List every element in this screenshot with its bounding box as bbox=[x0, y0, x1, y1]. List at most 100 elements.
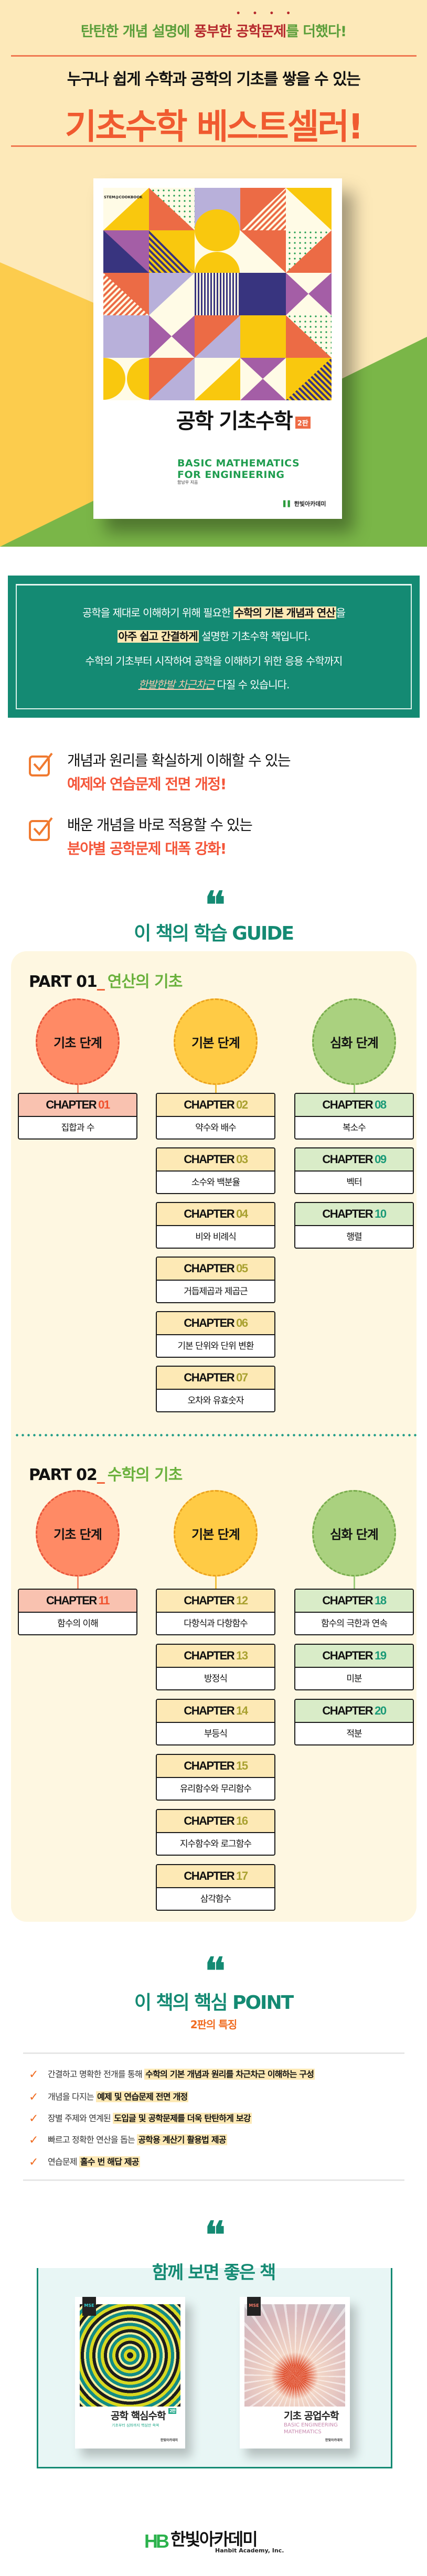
chapter-title: 비와 비례식 bbox=[195, 1232, 237, 1242]
points-subtitle: 2판의 특징 bbox=[190, 2018, 237, 2031]
stage-circle: 기본 단계 bbox=[174, 1490, 258, 1577]
chapter-word: CHAPTER bbox=[322, 1153, 373, 1166]
related-book-title: 기초 공업수학 bbox=[284, 2410, 339, 2422]
box-top-gap bbox=[62, 2266, 367, 2268]
divider-line bbox=[11, 145, 417, 147]
chapter-word: CHAPTER bbox=[184, 1869, 234, 1882]
point-text: 개념을 다지는 bbox=[48, 2092, 97, 2102]
intro-highlight: 수학의 기본 개념과 연산 bbox=[233, 606, 336, 619]
chapter-title: 지수함수와 로그함수 bbox=[179, 1839, 252, 1849]
chapter-word: CHAPTER bbox=[184, 1759, 234, 1772]
stage-connector bbox=[215, 1577, 217, 1589]
book-spiral-art bbox=[80, 2304, 180, 2407]
hero-tagline: 탄탄한 개념 설명에 풍부한 공학문제를 더했다! bbox=[0, 9, 427, 40]
divider-line bbox=[23, 2052, 404, 2054]
point-item: ✓빠르고 정확한 연산을 돕는 공학용 계산기 활용법 제공 bbox=[29, 2133, 227, 2147]
publisher-logo: HB 한빛아카데미 Hanbit Academy, Inc. bbox=[144, 2526, 284, 2556]
cover-series: STEM@COOKBOOK bbox=[104, 195, 143, 199]
stage-circle: 심화 단계 bbox=[312, 998, 396, 1085]
stage-connector bbox=[354, 1577, 355, 1589]
chapter-title: 벡터 bbox=[346, 1177, 362, 1188]
chapter-title: 약수와 배수 bbox=[195, 1123, 237, 1133]
stage-label: 기초 단계 bbox=[54, 1527, 102, 1542]
chapter-title: 행렬 bbox=[346, 1232, 362, 1242]
related-book-card[interactable]: MSE 공학 핵심수학 2판 기초부터 심화까지 핵심만 쏙쏙 한빛아카데미 bbox=[75, 2297, 185, 2449]
intro-underlined: 한발한발 차근차근 bbox=[138, 678, 215, 691]
chapter-word: CHAPTER bbox=[184, 1207, 234, 1220]
chapter-number: 10 bbox=[375, 1207, 387, 1220]
part-heading: PART 02_수학의 기초 bbox=[29, 1462, 183, 1485]
stage-circle: 기초 단계 bbox=[36, 998, 120, 1085]
chapter-title: 적분 bbox=[346, 1729, 362, 1739]
chapter-title: 유리함수와 무리함수 bbox=[179, 1784, 252, 1794]
feature-line: 배운 개념을 바로 적용할 수 있는 bbox=[67, 816, 253, 834]
tagline-part: 탄탄한 개념 설명에 bbox=[80, 24, 194, 40]
cover-publisher-name: 한빛아카데미 bbox=[294, 501, 326, 507]
point-highlight: 공학용 계산기 활용법 제공 bbox=[137, 2134, 227, 2145]
point-highlight: 홀수 번 해답 제공 bbox=[79, 2156, 140, 2167]
hero-section: 탄탄한 개념 설명에 풍부한 공학문제를 더했다! 누구나 쉽게 수학과 공학의… bbox=[0, 0, 427, 547]
intro-highlight: 아주 쉽고 간결하게 bbox=[117, 630, 199, 643]
chapter-number: 09 bbox=[375, 1153, 387, 1166]
chapter-word: CHAPTER bbox=[184, 1814, 234, 1827]
part-separator: _ bbox=[97, 1466, 105, 1484]
chapter-number: 01 bbox=[98, 1098, 110, 1111]
feature-line: 개념과 원리를 확실하게 이해할 수 있는 bbox=[67, 752, 291, 769]
part-label: PART 02 bbox=[29, 1466, 98, 1484]
guide-title: 이 책의 학습 GUIDE bbox=[134, 923, 294, 944]
cover-edition-badge: 2판 bbox=[295, 416, 311, 429]
point-text: 간결하고 명확한 전개를 통해 bbox=[48, 2069, 145, 2079]
part-divider bbox=[14, 1434, 417, 1436]
hero-title: 기초수학 베스트셀러! bbox=[65, 107, 364, 147]
cover-en-line: BASIC MATHEMATICS bbox=[177, 457, 300, 469]
chapter-title: 삼각함수 bbox=[200, 1894, 232, 1904]
chapter-number: 12 bbox=[236, 1594, 248, 1607]
divider-line bbox=[11, 55, 417, 57]
logo-name: 한빛아카데미 bbox=[170, 2529, 258, 2549]
point-item: ✓장별 주제와 연계된 도입글 및 공학문제를 더욱 탄탄하게 보강 bbox=[29, 2111, 252, 2125]
chapter-title: 함수의 극한과 연속 bbox=[321, 1619, 388, 1629]
intro-text: 을 bbox=[336, 606, 346, 619]
point-highlight: 도입글 및 공학문제를 더욱 탄탄하게 보강 bbox=[113, 2113, 252, 2124]
hero-subtitle: 누구나 쉽게 수학과 공학의 기초를 쌓을 수 있는 bbox=[67, 70, 361, 89]
chapter-title: 방정식 bbox=[204, 1674, 228, 1684]
book-dandelion-art bbox=[244, 2304, 345, 2407]
part-separator: _ bbox=[97, 973, 105, 991]
chapter-word: CHAPTER bbox=[322, 1594, 373, 1607]
quote-mark-icon: ❛❛ bbox=[205, 883, 225, 927]
stage-connector bbox=[215, 1085, 217, 1093]
point-item: ✓간결하고 명확한 전개를 통해 수학의 기본 개념과 원리를 차근차근 이해하… bbox=[29, 2067, 315, 2081]
